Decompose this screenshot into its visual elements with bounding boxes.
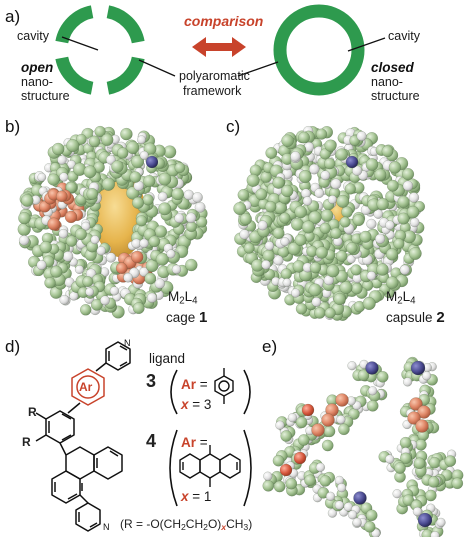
nitrogen-label: N [124,338,131,348]
cage-formula: M2L4 [168,289,198,307]
r-group-1: R [28,405,37,419]
cavity-label-left: cavity [17,29,49,43]
open-nano-label: nano- [21,75,53,89]
open-structure-label: structure [21,89,70,103]
closed-ring [273,4,365,96]
closed-structure-label: structure [371,89,420,103]
ligand-label: ligand [149,351,186,366]
open-ring [55,5,145,95]
closed-nano-label: nano- [371,75,403,89]
framework-label-2: framework [183,84,242,98]
para-phenylene-icon [214,368,234,404]
entry-3-number: 3 [146,371,157,391]
panel-d-label: d) [5,337,21,356]
capsule-formula: M2L4 [386,289,416,307]
capsule-2-model [233,125,426,321]
entry-4-number: 4 [146,431,157,451]
closed-label: closed [371,60,414,75]
entry-4-ar: Ar = [181,435,208,450]
entry-3-x: x = 3 [181,397,212,412]
panel-b-label: b) [5,117,21,136]
cage-name: cage 1 [166,309,208,326]
ligand-4-model [378,356,464,537]
entry-3-ar: Ar = [181,377,208,392]
r-group-2: R [22,435,31,449]
panel-c-label: c) [226,117,241,136]
cage-1-model [17,125,208,319]
entry-brackets [169,369,252,507]
entry-4-x: x = 1 [181,489,212,504]
comparison-label: comparison [184,13,264,29]
ligand-3-model [262,359,389,537]
r-definition: (R = -O(CH2CH2O)xCH3) [120,517,253,533]
ar-ring-label: Ar [79,380,93,394]
capsule-name: capsule 2 [386,309,445,326]
anthracene-icon [179,445,241,487]
framework-label-1: polyaromatic [179,69,250,83]
ligand-structure [35,341,131,532]
open-label: open [21,60,54,75]
pointer-lines [61,36,386,77]
comparison-arrow [192,37,246,57]
panel-a-label: a) [5,7,21,26]
nitrogen-label: N [103,522,110,532]
panel-e-label: e) [262,337,278,356]
cavity-label-right: cavity [388,29,420,43]
